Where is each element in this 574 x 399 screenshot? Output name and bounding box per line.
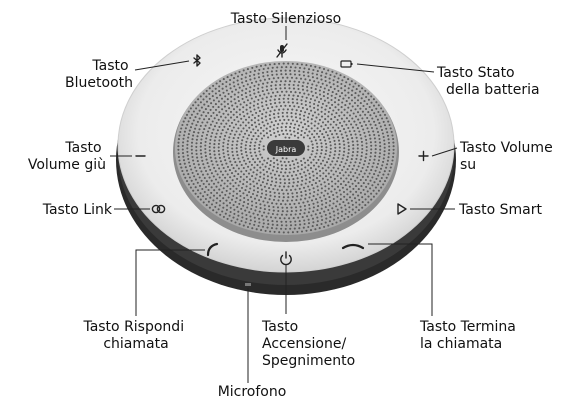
bluetooth-icon (193, 54, 201, 67)
label-power: Tasto Accensione/ Spegnimento (261, 319, 355, 369)
logo-badge (267, 140, 305, 156)
leader-answer (135, 249, 205, 316)
callout-labels: Tasto Silenzioso Tasto Bluetooth Tasto S… (28, 11, 557, 399)
smart-triangle-icon (397, 203, 407, 215)
power-icon (280, 251, 292, 266)
label-end-call: Tasto Termina la chiamata (419, 319, 520, 352)
label-smart: Tasto Smart (458, 202, 542, 218)
mute-button[interactable] (276, 43, 288, 58)
label-answer: Tasto Rispondi chiamata (82, 319, 188, 352)
label-battery: Tasto Stato della batteria (436, 65, 540, 98)
bluetooth-button[interactable] (193, 54, 201, 67)
battery-button[interactable] (340, 60, 353, 68)
microphone-mute-icon (276, 43, 288, 58)
grille-holes (177, 62, 395, 234)
power-button[interactable] (280, 251, 292, 266)
speaker-device: Jabra (116, 17, 456, 295)
volume-up-button[interactable] (418, 150, 429, 162)
label-mute: Tasto Silenzioso (230, 11, 341, 27)
link-button[interactable] (151, 204, 166, 214)
jabra-logo: Jabra (275, 145, 297, 154)
leader-lines (110, 26, 458, 383)
label-volume-up: Tasto Volume su (459, 140, 557, 173)
leader-volume-up (431, 147, 458, 157)
label-bluetooth: Tasto Bluetooth (65, 58, 133, 91)
label-microphone: Microfono (218, 384, 287, 399)
leader-end-call (368, 243, 433, 316)
answer-call-button[interactable] (206, 242, 219, 257)
label-link: Tasto Link (42, 202, 113, 218)
microphone-slot (245, 283, 251, 286)
end-call-button[interactable] (341, 243, 365, 250)
answer-call-icon (206, 242, 219, 257)
smart-button[interactable] (397, 203, 407, 215)
label-volume-down: Tasto Volume giù (28, 140, 106, 173)
link-icon (151, 204, 166, 214)
leader-bluetooth (134, 60, 190, 71)
leader-battery (356, 63, 435, 73)
end-call-icon (341, 243, 365, 250)
battery-icon (340, 60, 353, 68)
plus-icon (418, 150, 429, 162)
